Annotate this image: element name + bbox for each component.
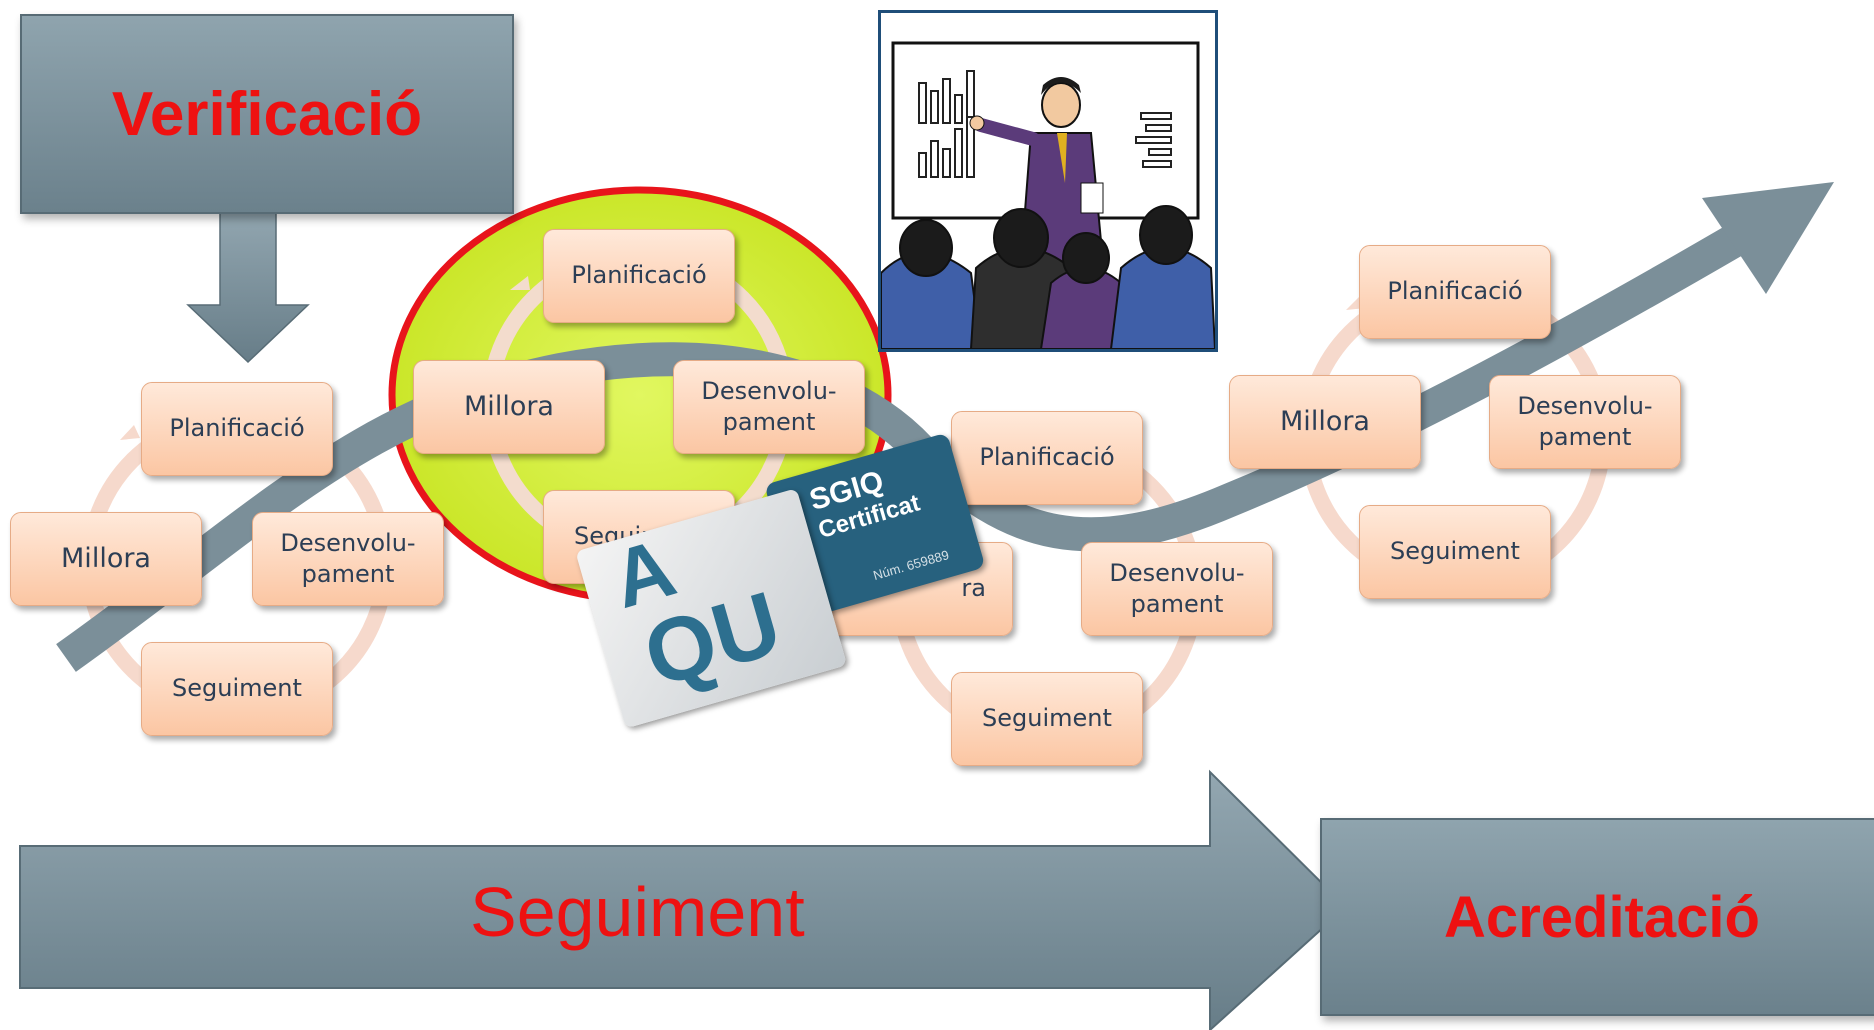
- cycle1-planificacio: Planificació: [141, 382, 333, 476]
- cycle2-planificacio: Planificació: [543, 229, 735, 323]
- acreditacio-box: Acreditació: [1320, 818, 1874, 1016]
- seguiment-arrow: [19, 769, 1348, 1030]
- ring-arrowhead: [510, 276, 530, 290]
- progress-wave-arrowhead: [1702, 182, 1834, 294]
- cycle3-planificacio: Planificació: [951, 411, 1143, 505]
- cycle3-desenvolupament: Desenvolu-pament: [1081, 542, 1273, 636]
- cycle4-millora: Millora: [1229, 375, 1421, 469]
- verificacio-label: Verificació: [111, 79, 423, 149]
- cycle2-desenvolupament: Desenvolu-pament: [673, 360, 865, 454]
- badge-number: Núm. 659889: [871, 547, 951, 583]
- acreditacio-label: Acreditació: [1444, 884, 1760, 950]
- cycle1-desenvolupament: Desenvolu-pament: [252, 512, 444, 606]
- seguiment-arrow-label: Seguiment: [470, 873, 805, 951]
- cycle2-millora: Millora: [413, 360, 605, 454]
- cycle4-planificacio: Planificació: [1359, 245, 1551, 339]
- cycle1-millora: Millora: [10, 512, 202, 606]
- ring-arrowhead: [120, 425, 140, 440]
- verificacio-box: Verificació: [20, 14, 514, 214]
- cycle3-seguiment: Seguiment: [951, 672, 1143, 766]
- down-arrow: [186, 207, 310, 364]
- cycle4-seguiment: Seguiment: [1359, 505, 1551, 599]
- presentation-picture-icon: [878, 10, 1218, 352]
- cycle4-desenvolupament: Desenvolu-pament: [1489, 375, 1681, 469]
- cycle1-seguiment: Seguiment: [141, 642, 333, 736]
